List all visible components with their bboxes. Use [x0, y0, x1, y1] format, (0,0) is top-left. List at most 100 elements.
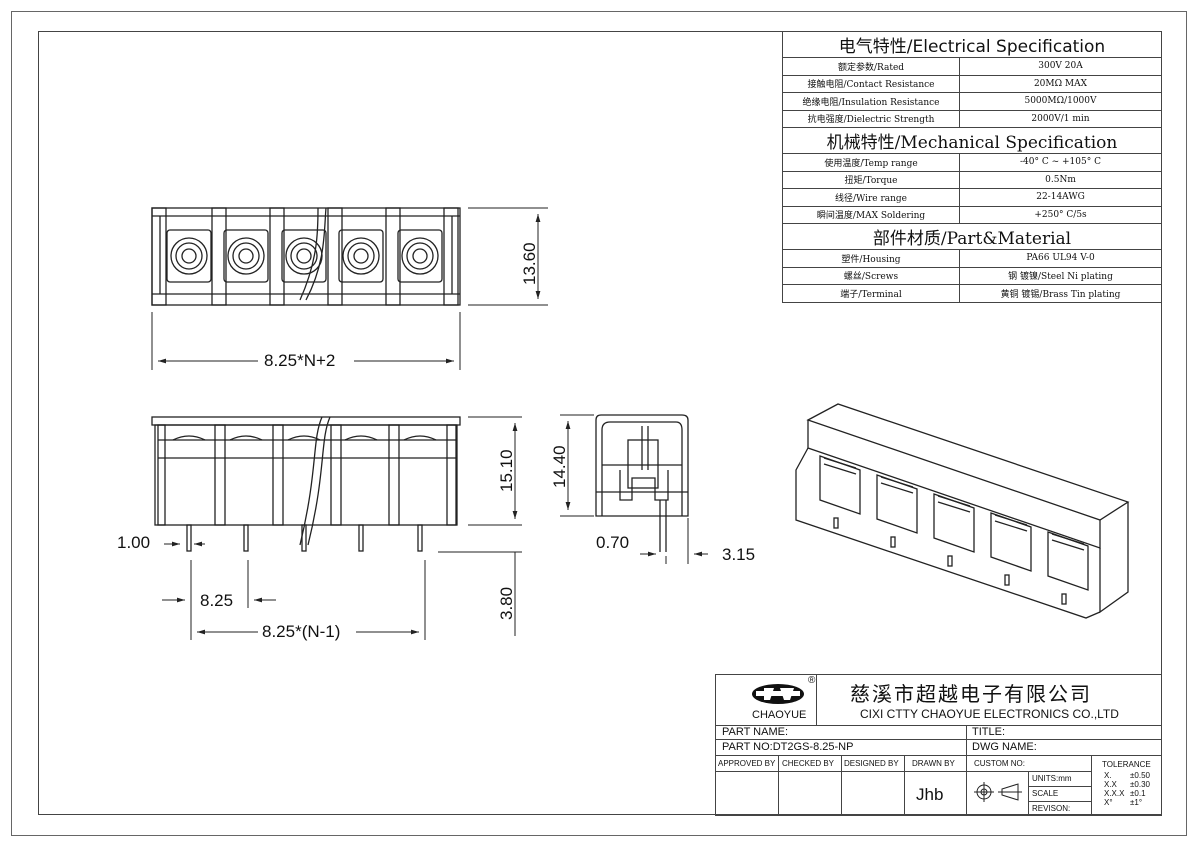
spec-value: 2000V/1 min: [959, 109, 1162, 128]
iso-pin: [890, 536, 896, 548]
tolerance-value: ±0.30: [1130, 780, 1150, 789]
screw-head: [342, 237, 380, 275]
iso-screw-line: [937, 501, 971, 513]
screw-head: [227, 237, 265, 275]
barrier: [327, 207, 343, 306]
iso-screw-line: [880, 476, 914, 488]
mechanical-spec-row: 瞬间温度/MAX Soldering+250° C/5s: [782, 205, 1162, 224]
side-offset-label: 3.15: [722, 545, 756, 564]
front-barrier: [214, 424, 226, 526]
top-view: [151, 207, 461, 306]
company-name-cn: 慈溪市超越电子有限公司: [850, 682, 1092, 706]
screw-top-curve: [344, 435, 378, 441]
iso-screw-line: [994, 520, 1028, 532]
material-spec-title: 部件材质/Part&Material: [782, 223, 1162, 250]
screw-slot: [412, 248, 428, 264]
tolerance-value: ±0.50: [1130, 771, 1150, 780]
spec-value: -40° C ~ +105° C: [959, 153, 1162, 172]
barrier: [211, 207, 227, 306]
spec-label: 端子/Terminal: [782, 284, 960, 303]
spec-value: 300V 20A: [959, 57, 1162, 76]
chaoyue-logo-icon: [752, 684, 804, 704]
title-block: ® CHAOYUE 慈溪市超越电子有限公司 CIXI CTTY CHAOYUE …: [715, 674, 1162, 816]
screw-slot: [353, 248, 369, 264]
side-pin-dimension: [640, 518, 708, 564]
screw-ring: [232, 242, 260, 270]
spec-label: 线径/Wire range: [782, 188, 960, 207]
pin-width-label: 1.00: [117, 533, 151, 552]
side-pin-label: 0.70: [596, 533, 630, 552]
screw-head: [401, 237, 439, 275]
screw-slot: [296, 248, 312, 264]
checked-by-label: CHECKED BY: [782, 759, 835, 768]
pin: [358, 524, 364, 552]
spec-label: 绝缘电阻/Insulation Resistance: [782, 92, 960, 111]
drawn-by-label: DRAWN BY: [912, 759, 955, 768]
designed-by-label: DESIGNED BY: [844, 759, 899, 768]
spec-value: PA66 UL94 V-0: [959, 249, 1162, 268]
tolerance-value: ±1°: [1130, 798, 1143, 807]
screw-slot: [181, 248, 197, 264]
iso-pin: [947, 555, 953, 567]
front-height-dimension: [468, 416, 522, 526]
part-name-label: PART NAME:: [722, 726, 789, 738]
pitch-label: 8.25: [200, 591, 234, 610]
spec-label: 接触电阻/Contact Resistance: [782, 74, 960, 93]
tolerance-value: ±0.1: [1130, 789, 1146, 798]
pitch-dimension: [162, 560, 276, 640]
projection-symbol-icon: [974, 782, 1022, 802]
screw-ring: [175, 242, 203, 270]
top-height-dimension: [468, 207, 548, 306]
spec-value: 0.5Nm: [959, 170, 1162, 189]
iso-pin: [1004, 574, 1010, 586]
terminal-cell: [397, 229, 443, 283]
custom-no-label: CUSTOM NO:: [974, 759, 1025, 768]
title-label: TITLE:: [972, 726, 1006, 738]
screw-ring: [290, 242, 318, 270]
iso-screw-line: [1051, 539, 1085, 551]
spec-label: 使用温度/Temp range: [782, 153, 960, 172]
mechanical-spec-row: 使用温度/Temp range-40° C ~ +105° C: [782, 153, 1162, 172]
front-barrier: [388, 424, 400, 526]
top-width-label: 8.25*N+2: [264, 351, 336, 370]
iso-screw-line: [994, 514, 1028, 526]
front-view: [151, 416, 461, 552]
pin: [417, 524, 423, 552]
top-height-label: 13.60: [520, 242, 539, 285]
company-name-en: CIXI CTTY CHAOYUE ELECTRONICS CO.,LTD: [860, 707, 1119, 721]
iso-screw-line: [823, 457, 857, 469]
revison-label: REVISON:: [1032, 804, 1071, 813]
spec-value: 黄铜 镀锡/Brass Tin plating: [959, 284, 1162, 303]
logo-registered-mark: ®: [808, 675, 816, 686]
drawing-outer-border: [11, 11, 1187, 836]
screw-ring: [347, 242, 375, 270]
spec-value: 22-14AWG: [959, 188, 1162, 207]
spec-label: 瞬间温度/MAX Soldering: [782, 205, 960, 224]
iso-pin: [1061, 593, 1067, 605]
terminal-cell: [166, 229, 212, 283]
screw-top-curve: [287, 435, 321, 441]
front-barrier: [446, 424, 458, 526]
pin: [186, 524, 192, 552]
terminal-cell: [338, 229, 384, 283]
side-height-dimension: [560, 414, 594, 517]
approved-by-label: APPROVED BY: [718, 759, 776, 768]
terminal-cell: [223, 229, 269, 283]
tolerance-title: TOLERANCE: [1102, 760, 1151, 769]
side-view: [595, 414, 689, 552]
terminal-cell: [281, 229, 327, 283]
iso-screw-line: [1051, 533, 1085, 545]
barrier: [269, 207, 285, 306]
barrier: [385, 207, 401, 306]
part-number: PART NO:DT2GS-8.25-NP: [722, 741, 854, 753]
logo-text: CHAOYUE: [752, 709, 807, 721]
isometric-view: [795, 403, 1130, 619]
